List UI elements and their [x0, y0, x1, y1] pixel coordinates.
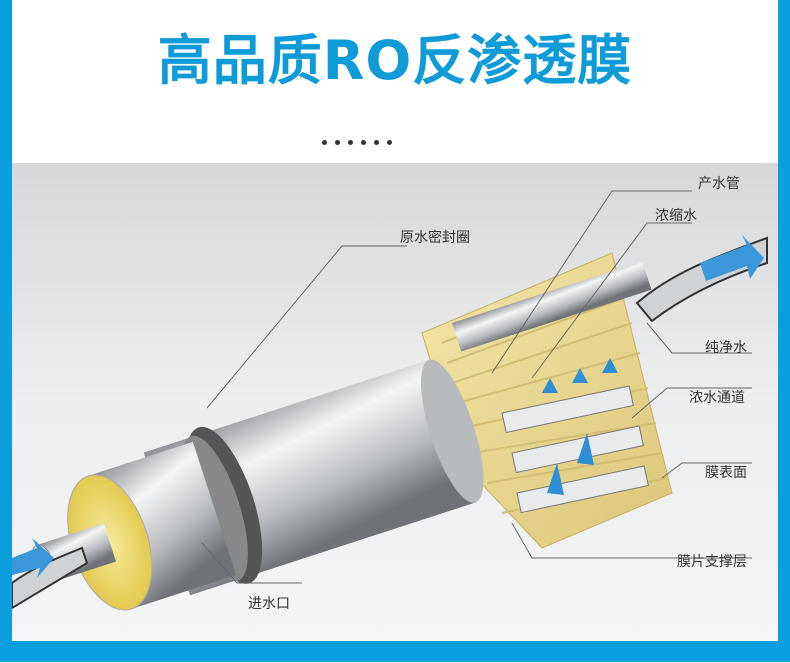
dot-divider [322, 140, 392, 145]
outflow-arrow-icon [700, 235, 764, 281]
label-product-tube: 产水管 [698, 176, 740, 192]
frame-right [778, 0, 790, 662]
page-title: 高品质RO反渗透膜 [157, 29, 633, 92]
label-support-layer: 膜片支撑层 [677, 554, 747, 570]
inflow-arrow-icon [12, 538, 54, 578]
label-pure-water: 纯净水 [705, 340, 747, 356]
label-raw-water-seal: 原水密封圈 [400, 230, 470, 246]
ro-membrane-illustration: 产水管 浓缩水 原水密封圈 纯净水 浓水通道 膜表面 膜片支撑层 进水口 [12, 163, 778, 641]
label-concentrate-channel: 浓水通道 [689, 390, 745, 406]
label-concentrate: 浓缩水 [655, 208, 697, 224]
label-water-inlet: 进水口 [248, 596, 290, 612]
frame-bottom [0, 641, 790, 662]
label-membrane-surface: 膜表面 [705, 465, 747, 481]
frame-left [0, 0, 12, 662]
